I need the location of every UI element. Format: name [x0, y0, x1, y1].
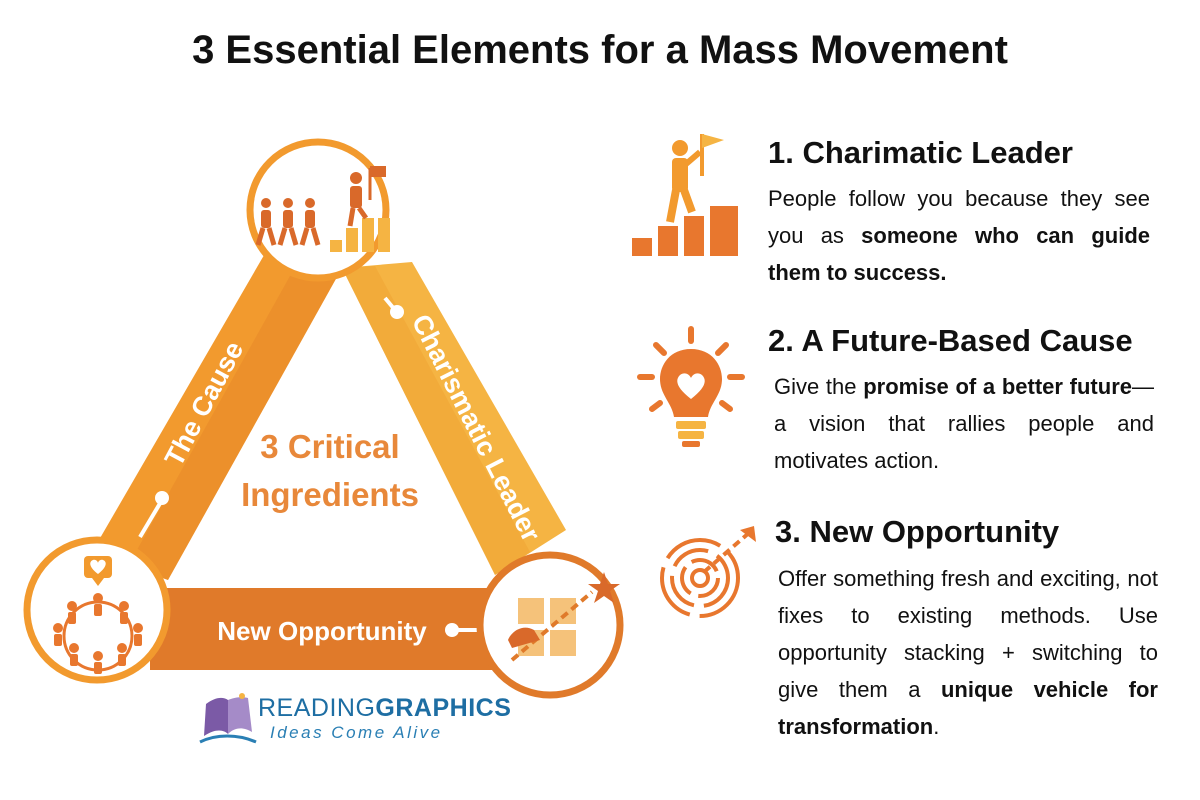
section-1-body: People follow you because they see you a… [768, 180, 1150, 291]
section-3-text-segment: Offer something fresh and exciting, not … [778, 566, 1158, 702]
growth-chart-icon [476, 551, 624, 699]
logo-tagline: Ideas Come Alive [270, 723, 443, 742]
section-1-text-segment: someone who can guide them to success. [768, 223, 1151, 285]
label-new-opportunity: New Opportunity [217, 616, 427, 646]
book-logo-icon [199, 693, 257, 744]
section-2-title: 2. A Future-Based Cause [768, 323, 1133, 358]
maze-target-icon [660, 526, 756, 618]
lightbulb-heart-icon [637, 326, 745, 447]
section-3-text-segment: . [933, 714, 940, 739]
page-title: 3 Essential Elements for a Mass Movement [192, 28, 1008, 72]
section-1-text-segment: People follow you because they see you a… [768, 186, 1150, 248]
section-3-title: 3. New Opportunity [775, 514, 1060, 549]
center-label-line1: 3 Critical [260, 428, 399, 465]
readinggraphics-logo: READINGGRAPHICS Ideas Come Alive [196, 692, 511, 752]
logo-name-part2: GRAPHICS [375, 694, 512, 722]
leader-followers-icon [246, 138, 390, 282]
logo-name-part1: READING [258, 694, 376, 722]
leader-climbing-stairs-icon [632, 134, 738, 256]
community-circle-icon [23, 536, 171, 684]
section-2-text-segment: Give the [774, 374, 864, 399]
section-3-body: Offer something fresh and exciting, not … [778, 560, 1158, 745]
section-3-text-segment: unique vehicle for transformation [778, 677, 1158, 739]
center-label-line2: Ingredients [241, 476, 419, 513]
section-2-text-segment: —a vision that rallies people and motiva… [774, 374, 1154, 473]
section-1-title: 1. Charimatic Leader [768, 135, 1073, 170]
section-2-text-segment: promise of a better future [863, 374, 1132, 399]
section-2-body: Give the promise of a better future—a vi… [774, 368, 1154, 479]
logo-name: READINGGRAPHICS [258, 694, 511, 723]
